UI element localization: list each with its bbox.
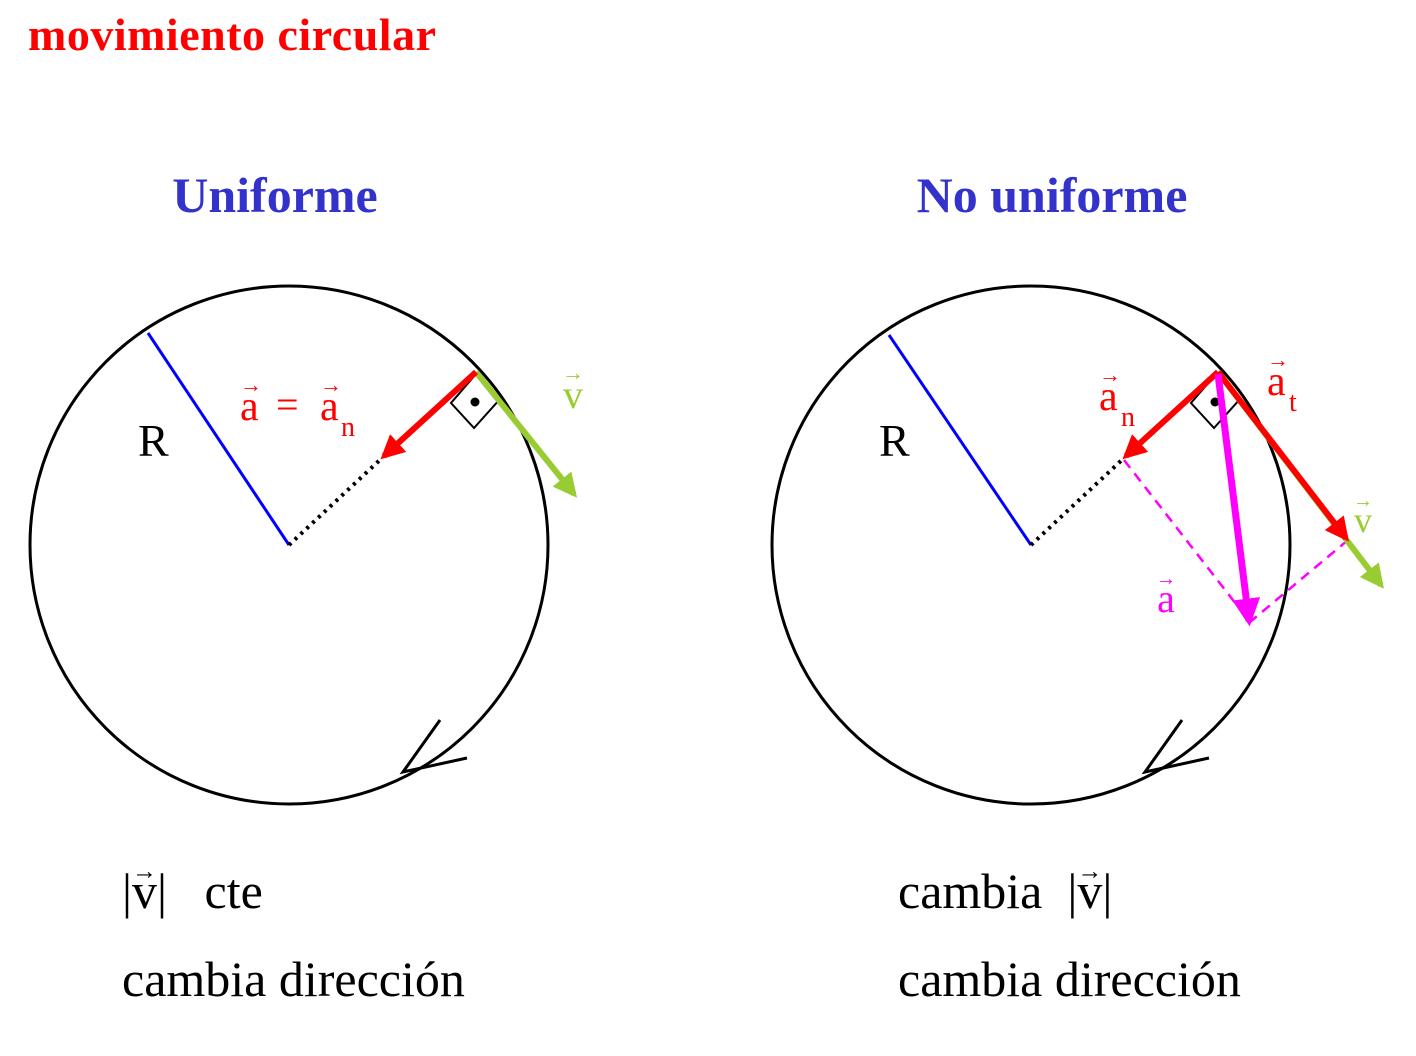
vector-arrow-icon: → xyxy=(1353,490,1373,512)
construction-dashed-line xyxy=(1123,459,1251,623)
vector-arrow-icon: → xyxy=(1267,347,1289,372)
constant-text: cte xyxy=(204,863,263,919)
velocity-magnitude: →v xyxy=(1077,858,1103,919)
total-acceleration-label: a xyxy=(1157,576,1175,621)
abs-bar-left: | xyxy=(1067,863,1078,919)
direction-chevron-icon xyxy=(1141,719,1210,775)
panel-no-uniforme: No uniforme R v → a → t a → n a → xyxy=(770,167,1384,806)
panel-heading-uniforme: Uniforme xyxy=(172,167,378,223)
radial-dotted-line xyxy=(287,456,384,547)
tangential-acceleration-arrow xyxy=(1215,370,1349,542)
normal-acceleration-arrow xyxy=(380,369,479,460)
radial-dotted-line xyxy=(1029,456,1126,547)
velocity-label: v xyxy=(1354,500,1372,540)
right-angle-dot xyxy=(470,397,480,407)
vector-arrow-icon: → xyxy=(240,372,262,397)
velocity-label: v xyxy=(563,372,583,417)
velocity-arrow xyxy=(473,370,578,498)
vector-arrow-icon: → xyxy=(1156,568,1176,590)
radius-label: R xyxy=(879,415,910,466)
normal-acceleration-label: a xyxy=(320,384,339,430)
panel-heading-no-uniforme: No uniforme xyxy=(917,167,1188,223)
right-angle-dot xyxy=(1210,397,1220,407)
vector-arrow-icon: → xyxy=(320,372,342,397)
total-acceleration-arrow xyxy=(1214,373,1261,627)
changes-text: cambia xyxy=(898,863,1043,919)
tangential-acceleration-label: a xyxy=(1267,359,1286,405)
direction-chevron-icon xyxy=(399,719,468,775)
abs-bar-left: | xyxy=(122,863,133,919)
radius-line xyxy=(887,334,1033,546)
tangential-subscript: t xyxy=(1289,387,1297,418)
trajectory-circle xyxy=(770,284,1292,806)
abs-bar-right: | xyxy=(157,863,168,919)
construction-dashed-line xyxy=(1249,539,1349,623)
trajectory-circle xyxy=(28,284,550,806)
radius-line xyxy=(146,332,291,546)
normal-acceleration-arrow xyxy=(1122,369,1221,460)
vector-arrow-icon: → xyxy=(1077,858,1103,885)
vector-arrow-icon: → xyxy=(132,858,158,885)
acceleration-label: a xyxy=(240,384,259,430)
caption-uniforme-line2: cambia dirección xyxy=(122,951,465,1007)
normal-subscript: n xyxy=(341,412,355,443)
normal-acceleration-label: a xyxy=(1099,374,1118,420)
velocity-magnitude: →v xyxy=(132,858,158,919)
panel-uniforme: Uniforme R v → a → = a → n xyxy=(28,167,584,806)
caption-uniforme-line1: |→v| cte xyxy=(122,858,263,920)
caption-no-uniforme-line1: cambia |→v| xyxy=(898,858,1113,920)
radius-label: R xyxy=(138,415,169,466)
abs-bar-right: | xyxy=(1102,863,1113,919)
equals-sign: = xyxy=(276,382,299,427)
vector-arrow-icon: → xyxy=(1099,362,1121,387)
page-title: movimiento circular xyxy=(28,9,437,60)
vector-arrow-icon: → xyxy=(562,360,584,385)
caption-no-uniforme-line2: cambia dirección xyxy=(898,951,1241,1007)
normal-subscript: n xyxy=(1121,402,1135,433)
